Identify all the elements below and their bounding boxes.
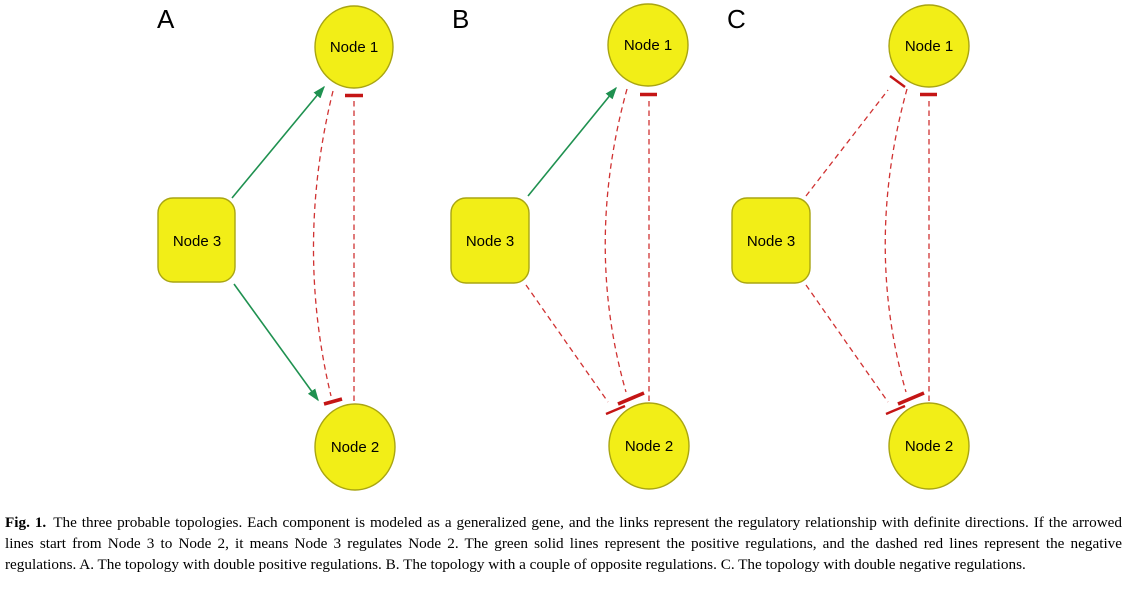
topology-diagram-canvas: A Node 1 Node 3 Node 2 B xyxy=(157,3,970,491)
node-3-shape xyxy=(731,197,811,284)
node-3-shape xyxy=(450,197,530,284)
node-2-shape xyxy=(888,402,970,490)
figure-caption-label: Fig. 1. xyxy=(5,514,47,531)
node-1-label: Node 1 xyxy=(624,37,672,54)
edge-c-node1-node2-negative xyxy=(884,88,908,393)
node-2-label: Node 2 xyxy=(905,438,953,455)
edge-c-node3-node1-negative xyxy=(805,89,889,197)
node-2-shape xyxy=(608,402,690,490)
tbar-c-node2-inner-icon xyxy=(897,391,925,406)
panel-b-letter: B xyxy=(452,4,469,34)
tbar-a-node2-icon xyxy=(323,397,343,406)
node-2-label: Node 2 xyxy=(331,439,379,456)
node-1-shape xyxy=(314,5,394,89)
panel-c: C Node 1 Node 3 Node 2 xyxy=(727,4,970,490)
tbar-b-node2-inner-icon xyxy=(617,391,645,406)
panel-a: A Node 1 Node 3 Node 2 xyxy=(157,4,396,491)
figure-caption: Fig. 1.The three probable topologies. Ea… xyxy=(5,512,1122,575)
tbar-c-node2-outer-icon xyxy=(885,404,906,416)
node-2-label: Node 2 xyxy=(625,438,673,455)
edge-a-node3-node1-positive xyxy=(231,85,325,199)
node-2-shape xyxy=(314,403,396,491)
node-3-label: Node 3 xyxy=(173,233,221,250)
tbar-b-node2-outer-icon xyxy=(605,404,626,416)
node-1-shape xyxy=(607,3,689,87)
panel-a-letter: A xyxy=(157,4,175,34)
panel-c-letter: C xyxy=(727,4,746,34)
edge-a-node1-node2-negative xyxy=(312,90,334,397)
edge-b-node3-node2-negative xyxy=(525,284,609,403)
node-3-label: Node 3 xyxy=(466,233,514,250)
node-3-label: Node 3 xyxy=(747,233,795,250)
node-1-label: Node 1 xyxy=(905,38,953,55)
panel-b: B Node 1 Node 3 Node 2 xyxy=(450,3,690,490)
figure-caption-text: The three probable topologies. Each comp… xyxy=(5,514,1123,573)
edge-a-node3-node2-positive xyxy=(233,283,319,402)
edge-b-node3-node1-positive xyxy=(527,86,617,197)
edge-b-node1-node2-negative xyxy=(604,88,628,393)
node-3-shape xyxy=(157,197,236,283)
node-1-shape xyxy=(888,4,970,88)
node-1-label: Node 1 xyxy=(330,39,378,56)
edge-c-node3-node2-negative xyxy=(805,284,889,403)
tbar-c-node1-outer-icon xyxy=(889,75,906,88)
